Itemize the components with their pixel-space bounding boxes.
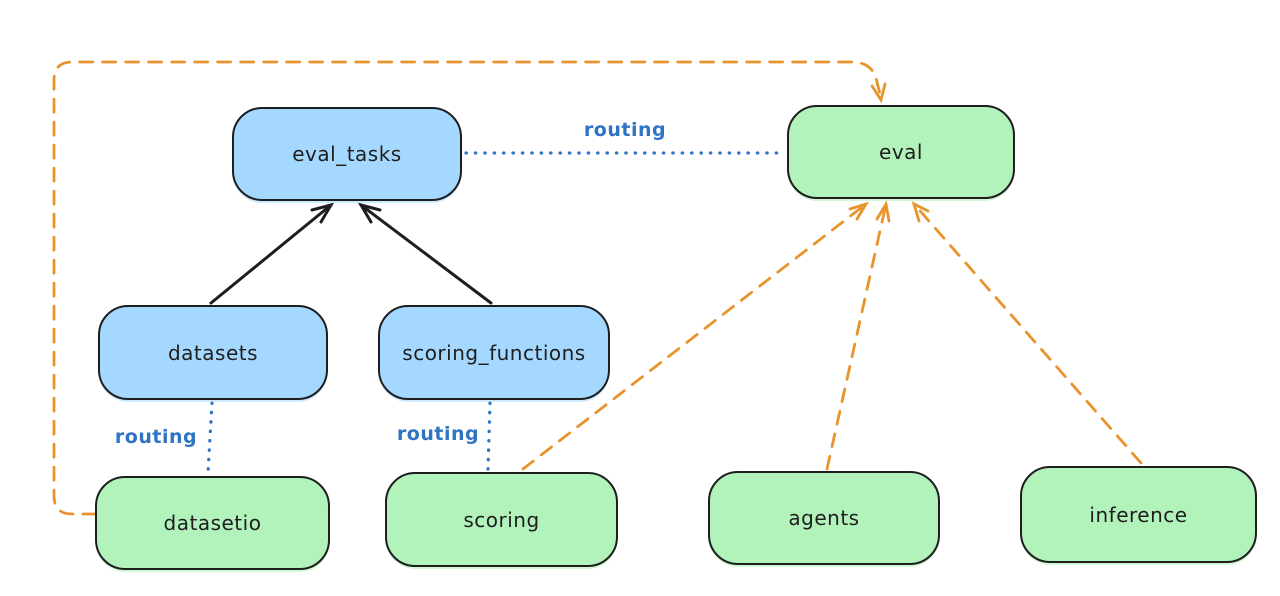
- node-eval-tasks: eval_tasks: [232, 107, 462, 201]
- edge-label-routing-eval-tasks-eval: routing: [583, 119, 667, 141]
- edge-datasetio-to-eval: [52, 60, 887, 516]
- edge-inference-to-eval: [911, 201, 1143, 465]
- node-eval-tasks-label: eval_tasks: [292, 142, 402, 166]
- node-scoring-functions: scoring_functions: [378, 305, 610, 400]
- edge-scoring-functions-to-eval-tasks: [357, 202, 493, 305]
- node-agents: agents: [708, 471, 940, 565]
- node-inference-label: inference: [1089, 502, 1188, 527]
- edge-label-routing-datasets-datasetio: routing: [114, 426, 198, 448]
- node-datasetio: datasetio: [95, 476, 330, 570]
- edge-datasets-to-datasetio-routing: [206, 401, 214, 475]
- node-scoring-functions-label: scoring_functions: [402, 340, 586, 365]
- node-scoring-label: scoring: [463, 507, 540, 532]
- node-eval-label: eval: [879, 140, 923, 164]
- node-datasets-label: datasets: [167, 340, 259, 365]
- edge-datasets-to-eval-tasks: [209, 202, 335, 305]
- node-datasets: datasets: [98, 305, 328, 400]
- edge-scoring-functions-to-scoring-routing: [486, 401, 492, 471]
- node-scoring: scoring: [385, 472, 618, 567]
- node-eval: eval: [787, 105, 1015, 199]
- edge-scoring-to-eval: [521, 201, 870, 471]
- node-datasetio-label: datasetio: [163, 511, 262, 535]
- node-agents-label: agents: [788, 506, 860, 530]
- node-inference: inference: [1020, 466, 1257, 563]
- edge-label-routing-scoring-functions-scoring: routing: [396, 423, 480, 445]
- edge-agents-to-eval: [825, 200, 891, 471]
